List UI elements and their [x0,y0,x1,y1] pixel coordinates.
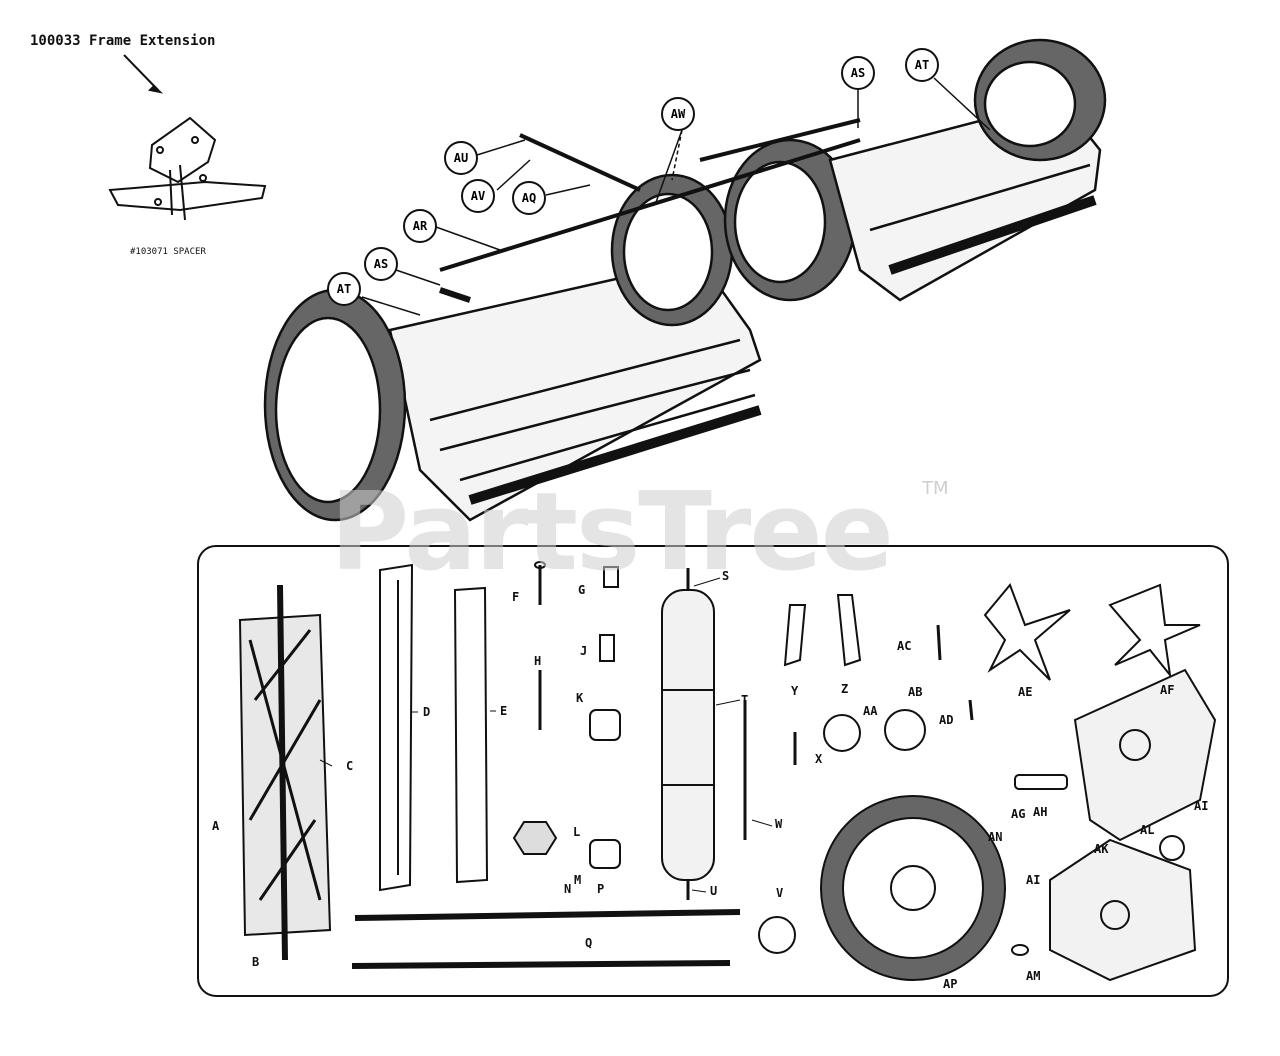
part-label-ap: AP [943,977,958,991]
part-label-f: F [512,590,520,604]
part-label-u: U [710,884,718,898]
callout-ar: AR [403,209,437,243]
part-label-af: AF [1160,683,1175,697]
watermark: PartsTree [330,470,894,595]
part-label-ak: AK [1094,842,1109,856]
spacer-note: #103071 SPACER [130,247,206,257]
frame-extension-title: 100033 Frame Extension [30,33,216,49]
callout-at-left: AT [327,272,361,306]
callout-aq: AQ [512,181,546,215]
part-label-q: Q [585,936,593,950]
part-label-s: S [722,569,730,583]
callout-leaders [361,77,991,316]
part-label-aa: AA [863,704,878,718]
part-label-e: E [500,704,508,718]
part-label-am: AM [1026,969,1041,983]
part-label-d: D [423,705,431,719]
callout-aw: AW [661,97,695,131]
part-label-ae: AE [1018,685,1033,699]
part-label-t: T [741,693,749,707]
part-label-a: A [212,819,220,833]
part-label-c: C [346,759,354,773]
part-label-b: B [252,955,260,969]
part-label-ai-upper: AI [1194,799,1209,813]
frame-extension-bracket [108,54,267,221]
part-label-ah: AH [1033,805,1048,819]
watermark-tm: TM [922,478,949,499]
part-label-h: H [534,654,542,668]
part-label-ag: AG [1011,807,1026,821]
part-label-k: K [576,691,584,705]
callout-as-left: AS [364,247,398,281]
part-label-an: AN [988,830,1003,844]
part-label-ab: AB [908,685,923,699]
part-label-ad: AD [939,713,954,727]
part-label-al: AL [1140,823,1155,837]
part-label-n: N [564,882,572,896]
part-label-w: W [775,817,783,831]
callout-as-right: AS [841,56,875,90]
assembled-mower [263,38,1107,522]
part-label-p: P [597,882,605,896]
callout-au: AU [444,141,478,175]
part-label-g: G [578,583,586,597]
part-label-ac: AC [897,639,912,653]
part-label-y-upper: Y [791,684,799,698]
callout-av: AV [461,179,495,213]
part-label-x: X [815,752,823,766]
part-label-j: J [580,644,588,658]
part-label-m: M [574,873,582,887]
part-leaders [319,577,773,916]
part-label-z: Z [841,682,849,696]
part-label-ai-lower: AI [1026,873,1041,887]
part-label-v: V [776,886,784,900]
parts-illustrations [238,561,1217,982]
part-label-l: L [573,825,581,839]
callout-at-right: AT [905,48,939,82]
parts-panel-border [197,545,1229,997]
